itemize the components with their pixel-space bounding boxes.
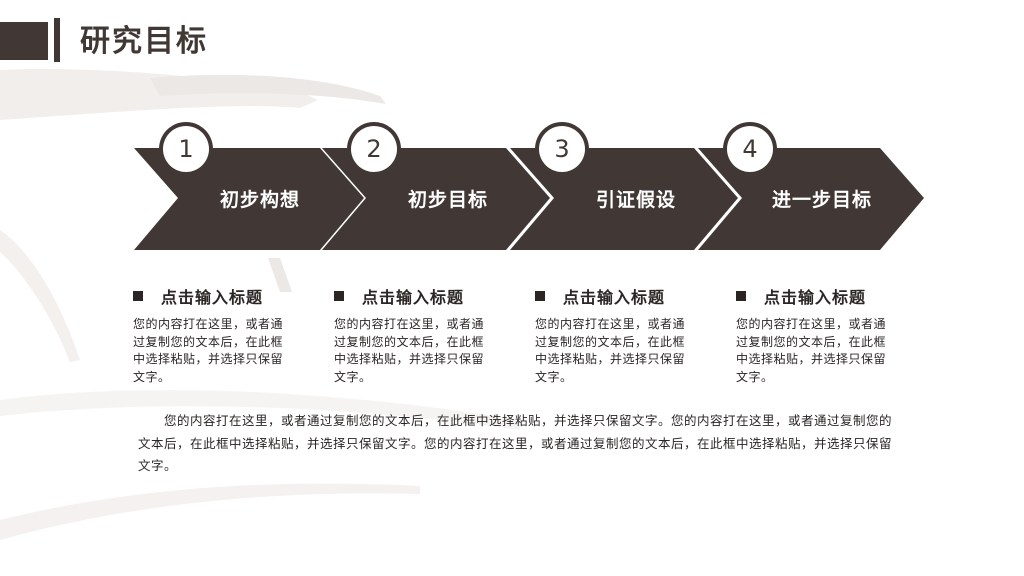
card-title[interactable]: 点击输入标题 xyxy=(563,288,666,307)
process-chevrons xyxy=(134,122,924,250)
card-header: 点击输入标题 xyxy=(133,284,303,308)
card-title[interactable]: 点击输入标题 xyxy=(161,288,264,307)
body-paragraph[interactable]: 您的内容打在这里，或者通过复制您的文本后，在此框中选择粘贴，并选择只保留文字。您… xyxy=(138,413,893,473)
card-header: 点击输入标题 xyxy=(736,284,906,308)
content-card-4: 点击输入标题 您的内容打在这里，或者通过复制您的文本后，在此框中选择粘贴，并选择… xyxy=(736,284,906,386)
title-accent-block xyxy=(0,22,48,60)
card-title[interactable]: 点击输入标题 xyxy=(764,288,867,307)
step-3-number: 3 xyxy=(554,135,570,163)
square-bullet-icon xyxy=(133,291,143,301)
title-accent-line xyxy=(54,18,60,62)
card-header: 点击输入标题 xyxy=(334,284,504,308)
square-bullet-icon xyxy=(535,291,545,301)
card-text[interactable]: 您的内容打在这里，或者通过复制您的文本后，在此框中选择粘贴，并选择只保留文字。 xyxy=(133,317,284,384)
card-text[interactable]: 您的内容打在这里，或者通过复制您的文本后，在此框中选择粘贴，并选择只保留文字。 xyxy=(334,317,485,384)
step-4-number: 4 xyxy=(742,135,758,163)
step-2-number: 2 xyxy=(366,135,382,163)
step-number-circles xyxy=(159,122,777,176)
card-title[interactable]: 点击输入标题 xyxy=(362,288,465,307)
content-card-3: 点击输入标题 您的内容打在这里，或者通过复制您的文本后，在此框中选择粘贴，并选择… xyxy=(535,284,705,386)
card-text[interactable]: 您的内容打在这里，或者通过复制您的文本后，在此框中选择粘贴，并选择只保留文字。 xyxy=(535,317,686,384)
step-1-number: 1 xyxy=(178,135,194,163)
square-bullet-icon xyxy=(736,291,746,301)
card-text[interactable]: 您的内容打在这里，或者通过复制您的文本后，在此框中选择粘贴，并选择只保留文字。 xyxy=(736,317,887,384)
square-bullet-icon xyxy=(334,291,344,301)
step-4-label: 进一步目标 xyxy=(771,189,872,211)
step-1-label: 初步构想 xyxy=(219,189,300,211)
step-2-label: 初步目标 xyxy=(407,189,488,211)
content-card-2: 点击输入标题 您的内容打在这里，或者通过复制您的文本后，在此框中选择粘贴，并选择… xyxy=(334,284,504,386)
page-title: 研究目标 xyxy=(80,24,208,59)
step-3-label: 引证假设 xyxy=(595,189,676,211)
content-card-1: 点击输入标题 您的内容打在这里，或者通过复制您的文本后，在此框中选择粘贴，并选择… xyxy=(133,284,303,386)
card-header: 点击输入标题 xyxy=(535,284,705,308)
